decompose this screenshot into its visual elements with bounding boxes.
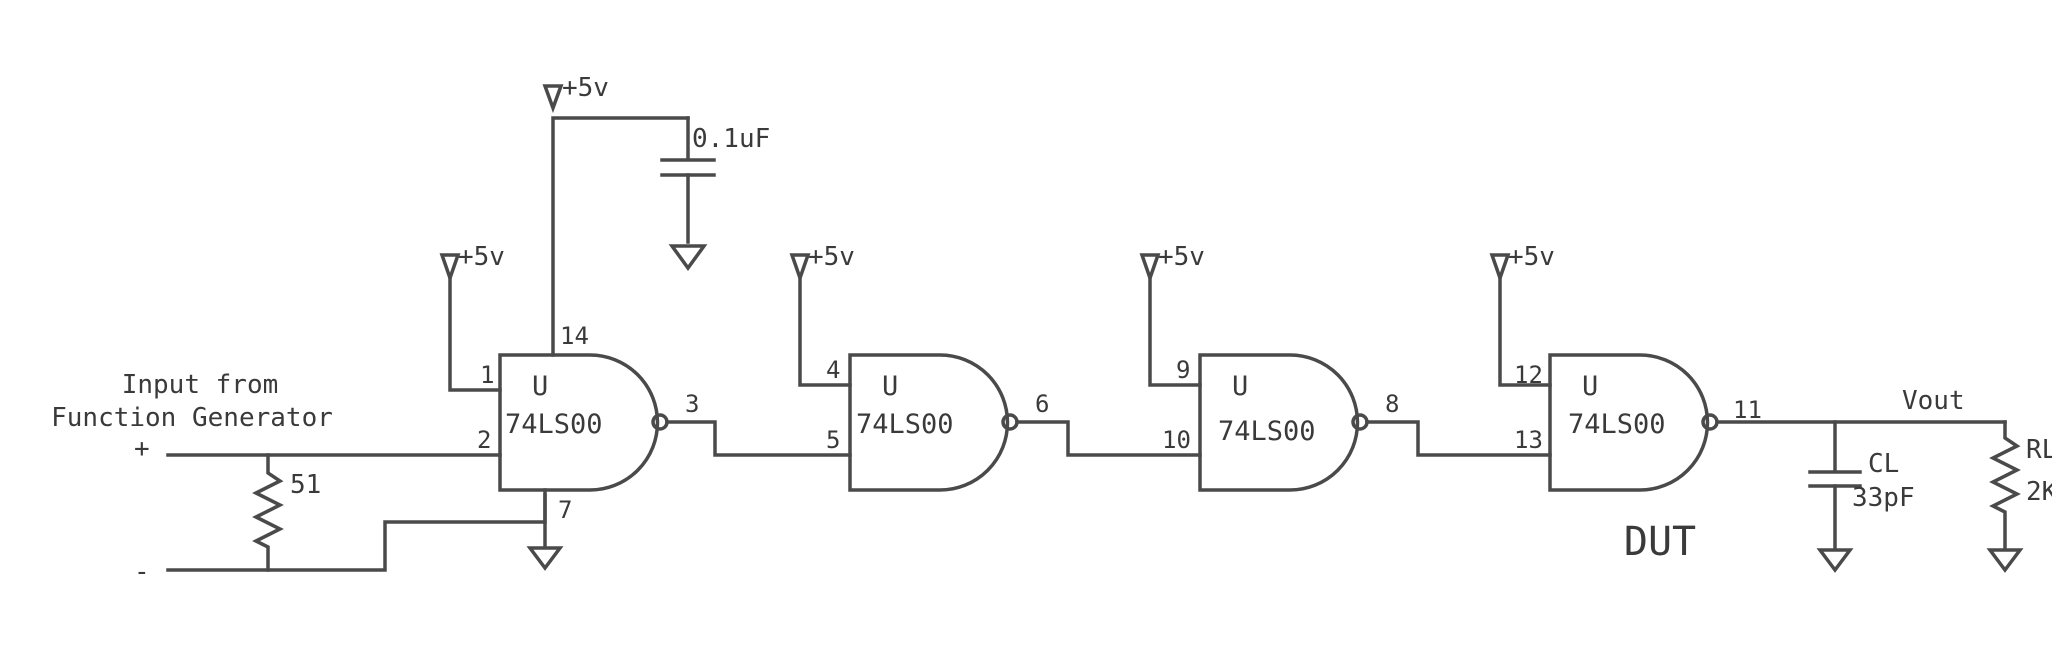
load-cap-name: CL [1868,449,1899,479]
gate-1-body [498,353,660,492]
termination-resistor-symbol [252,453,284,572]
gate-4-supply-arrow [1489,253,1511,284]
gate-2-ref: U [882,371,898,402]
vout-label: Vout [1902,386,1965,416]
gate-3-body [1198,353,1360,492]
nand-gate-1: U 74LS00 +5v 1 2 +5v 14 7 3 [439,73,852,571]
gate-1-pin-out: 3 [685,390,699,418]
input-minus-wire [166,493,547,572]
load-resistor-ground-symbol [1986,548,2024,573]
gate-4-pin-a-wire [1498,273,1552,387]
input-section: Input from Function Generator + - 51 [51,370,547,587]
gate-4-part: 74LS00 [1568,409,1666,440]
gate-3-ref: U [1232,371,1248,402]
gate-3-part: 74LS00 [1218,416,1316,447]
gate-4-supply-label: +5v [1508,242,1555,272]
vcc-pin-label: 14 [560,322,589,350]
gate-2-pin-a-wire [798,273,852,387]
gate-2-body [848,353,1010,492]
gate-4-body [1548,353,1710,492]
gate-1-pin-a: 1 [480,361,494,389]
load-cap-value: 33pF [1852,483,1915,513]
gate-4-ref: U [1582,371,1598,402]
termination-resistor-label: 51 [290,470,321,500]
input-minus-label: - [134,557,150,587]
gate-3-inversion-bubble [1351,413,1369,431]
load-resistor-name: RL [2026,435,2052,465]
gate-3-pin-a: 9 [1176,356,1190,384]
gate-4-inversion-bubble [1701,413,1719,431]
output-load: Vout CL 33pF RL 2K [1715,386,2052,573]
input-plus-label: + [134,434,150,464]
gate-3-supply-label: +5v [1158,242,1205,272]
gate-2-inversion-bubble [1001,413,1019,431]
input-label-line2: Function Generator [51,403,333,433]
gate-2-supply-arrow [789,253,811,284]
vcc-supply-arrow [542,84,564,114]
dut-label: DUT [1624,519,1696,565]
bypass-cap-ground-symbol [668,244,708,271]
nand-gate-3: U 74LS00 +5v 9 10 8 [1139,242,1552,492]
wire-gate3-to-gate4 [1365,420,1552,457]
gate-1-pin-b: 2 [477,426,491,454]
gate-3-supply-arrow [1139,253,1161,284]
gate-2-supply-label: +5v [808,242,855,272]
gate-1-part: 74LS00 [505,409,603,440]
gate-4-pin-b: 13 [1514,426,1543,454]
nand-gate-4-dut: U 74LS00 +5v 12 13 11 DUT [1489,242,1762,565]
gate-1-supply-label: +5v [458,242,505,272]
load-cap-ground-symbol [1816,548,1854,573]
gate-2-pin-b: 5 [826,426,840,454]
bypass-cap-label: 0.1uF [692,124,770,154]
gnd-pin-label: 7 [558,496,572,524]
nand-gate-2: U 74LS00 +5v 4 5 6 [789,242,1202,492]
gate-4-pin-a: 12 [1514,361,1543,389]
gate-2-pin-a: 4 [826,356,840,384]
input-label-line1: Input from [122,370,279,400]
gate-1-ground-symbol [526,546,564,571]
wire-gate1-to-gate2 [665,420,852,457]
bypass-capacitor: 0.1uF [660,116,770,271]
vcc-supply-label: +5v [562,73,609,103]
gate-1-pin1-wire [448,273,502,392]
load-resistor-value: 2K [2026,477,2052,507]
vcc-pin-wire [551,116,690,357]
gate-3-pin-a-wire [1148,273,1202,387]
gate-1-ref: U [532,371,548,402]
gate-2-pin-out: 6 [1035,390,1049,418]
gate-1-inversion-bubble [651,413,669,431]
gate-3-pin-out: 8 [1385,390,1399,418]
gate-1-supply-arrow [439,253,461,284]
gate-3-pin-b: 10 [1162,426,1191,454]
gate-4-pin-out: 11 [1733,396,1762,424]
load-resistor-symbol [1989,420,2021,550]
wire-gate2-to-gate3 [1015,420,1202,457]
gate-2-part: 74LS00 [856,409,954,440]
